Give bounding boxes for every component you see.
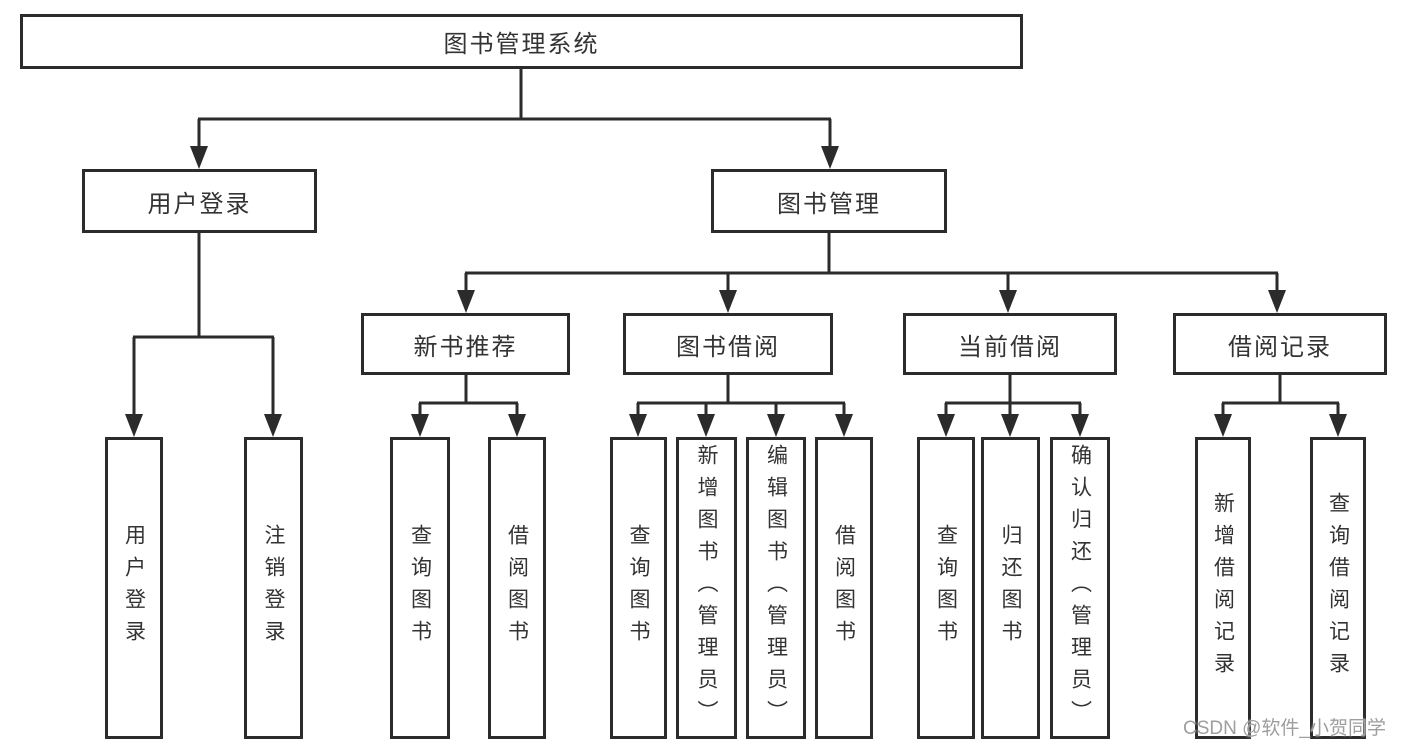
node-root-system: 图书管理系统 xyxy=(20,14,1023,69)
leaf-node-confirm-return-admin: 确认归还（管理员） xyxy=(1050,437,1110,739)
arrowhead-icon xyxy=(629,414,647,437)
leaf-node-add-books-admin: 新增图书（管理员） xyxy=(676,437,737,739)
leaf-node-return-books: 归还图书 xyxy=(981,437,1040,739)
arrowhead-icon xyxy=(719,290,737,313)
node-book-borrowing: 图书借阅 xyxy=(623,313,833,375)
arrowhead-icon xyxy=(457,290,475,313)
leaf-node-query-borrow-record: 查询借阅记录 xyxy=(1310,437,1366,739)
arrowhead-icon xyxy=(697,414,715,437)
arrowhead-icon xyxy=(1329,414,1347,437)
leaf-node-edit-books-admin: 编辑图书（管理员） xyxy=(746,437,806,739)
node-current-borrowing: 当前借阅 xyxy=(903,313,1117,375)
node-borrowing-records: 借阅记录 xyxy=(1173,313,1387,375)
node-user-login: 用户登录 xyxy=(82,169,317,233)
arrowheads xyxy=(125,146,1347,437)
arrowhead-icon xyxy=(125,414,143,437)
leaf-node-borrow-books: 借阅图书 xyxy=(815,437,873,739)
leaf-node-add-borrow-record: 新增借阅记录 xyxy=(1195,437,1251,739)
arrowhead-icon xyxy=(937,414,955,437)
leaf-node-borrow-books: 借阅图书 xyxy=(488,437,546,739)
arrowhead-icon xyxy=(1001,414,1019,437)
arrowhead-icon xyxy=(190,146,208,169)
tree-edges xyxy=(132,69,1340,418)
leaf-node-query-books: 查询图书 xyxy=(390,437,450,739)
arrowhead-icon xyxy=(264,414,282,437)
leaf-node-logout: 注销登录 xyxy=(244,437,303,739)
arrowhead-icon xyxy=(508,414,526,437)
arrowhead-icon xyxy=(1071,414,1089,437)
leaf-node-query-books: 查询图书 xyxy=(917,437,975,739)
arrowhead-icon xyxy=(999,290,1017,313)
arrowhead-icon xyxy=(411,414,429,437)
leaf-node-query-books: 查询图书 xyxy=(610,437,667,739)
node-book-management: 图书管理 xyxy=(711,169,947,233)
csdn-watermark: CSDN @软件_小贺同学 xyxy=(1183,718,1386,739)
arrowhead-icon xyxy=(767,414,785,437)
node-new-book-recommendation: 新书推荐 xyxy=(361,313,570,375)
arrowhead-icon xyxy=(1268,290,1286,313)
arrowhead-icon xyxy=(835,414,853,437)
leaf-node-user-login: 用户登录 xyxy=(105,437,163,739)
arrowhead-icon xyxy=(1214,414,1232,437)
arrowhead-icon xyxy=(821,146,839,169)
